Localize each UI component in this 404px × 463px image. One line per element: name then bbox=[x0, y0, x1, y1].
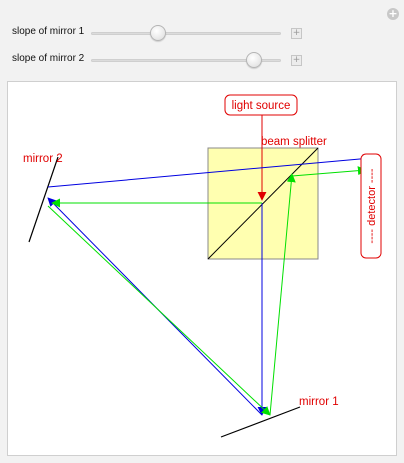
green-beam-to-detector bbox=[291, 166, 367, 177]
slope-mirror-1-label: slope of mirror 1 bbox=[12, 26, 85, 37]
green-beam-to-mirror-1 bbox=[47, 205, 271, 416]
beam-splitter-diagonal bbox=[207, 147, 319, 260]
light-source-box bbox=[224, 94, 298, 116]
beam-splitter-label: beam splitter bbox=[261, 136, 327, 148]
slope-mirror-1-expand-icon[interactable]: + bbox=[291, 28, 302, 39]
slope-mirror-1-control: slope of mirror 1 + bbox=[0, 23, 404, 43]
slope-mirror-2-label: slope of mirror 2 bbox=[12, 53, 85, 64]
interferometer-diagram: light source ---- detector ---- beam spl… bbox=[23, 94, 382, 438]
mirror-1 bbox=[220, 406, 301, 438]
detector-label: ---- detector ---- bbox=[366, 168, 378, 244]
plus-circle-icon[interactable]: + bbox=[387, 7, 399, 20]
blue-beam-to-detector bbox=[47, 154, 372, 188]
slope-mirror-2-slider[interactable] bbox=[91, 59, 281, 62]
slope-mirror-1-slider[interactable] bbox=[91, 32, 281, 35]
mirror-2-label: mirror 2 bbox=[23, 153, 63, 165]
interferometer-canvas: light source ---- detector ---- beam spl… bbox=[7, 81, 397, 456]
slope-mirror-2-control: slope of mirror 2 + bbox=[0, 50, 404, 70]
slope-mirror-2-thumb[interactable] bbox=[246, 52, 263, 68]
mirror-1-label: mirror 1 bbox=[299, 396, 339, 408]
slope-mirror-1-thumb[interactable] bbox=[149, 25, 166, 41]
green-beam-up bbox=[269, 173, 296, 416]
mirror-2 bbox=[28, 156, 59, 243]
detector-box bbox=[360, 153, 382, 259]
slope-mirror-2-expand-icon[interactable]: + bbox=[291, 55, 302, 66]
light-source-label: light source bbox=[232, 100, 291, 112]
